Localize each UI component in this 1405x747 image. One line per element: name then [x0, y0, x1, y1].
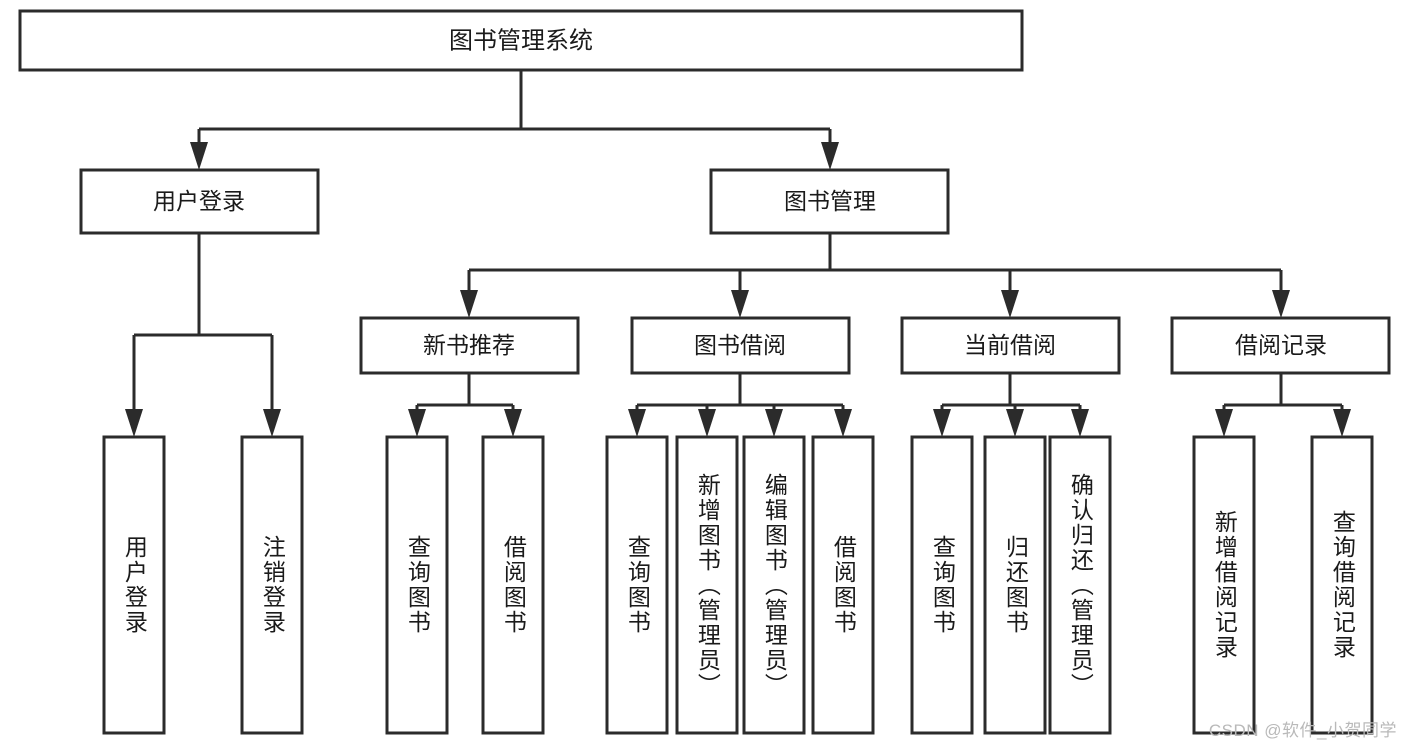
node-leaf-borrow-book-1-box[interactable]	[481, 435, 545, 735]
arrow-head-icon	[1333, 409, 1351, 437]
arrow-head-icon	[628, 409, 646, 437]
arrow-head-icon	[1215, 409, 1233, 437]
node-root[interactable]: 图书管理系统	[18, 9, 1024, 72]
arrow-head-icon	[263, 409, 281, 437]
arrow-head-icon	[1001, 290, 1019, 318]
arrow-head-icon	[1272, 290, 1290, 318]
node-leaf-add-record-box[interactable]	[1192, 435, 1256, 735]
node-leaf-query-record-box[interactable]	[1310, 435, 1374, 735]
node-leaf-query-book-1-box[interactable]	[385, 435, 449, 735]
node-user-login-label: 用户登录	[153, 188, 245, 214]
arrow-head-icon	[834, 409, 852, 437]
leaf-boxes-layer	[102, 435, 1374, 735]
nodes-layer: 图书管理系统 用户登录 图书管理 新书推荐 图书借阅 当前	[18, 9, 1391, 735]
node-borrow-record-label: 借阅记录	[1235, 332, 1327, 358]
node-current-borrow-label: 当前借阅	[964, 332, 1056, 358]
arrow-head-icon	[698, 409, 716, 437]
arrow-head-icon	[821, 142, 839, 170]
node-user-login[interactable]: 用户登录	[79, 168, 320, 235]
arrow-head-icon	[408, 409, 426, 437]
node-leaf-user-login-box[interactable]	[102, 435, 166, 735]
node-book-borrow[interactable]: 图书借阅	[630, 316, 851, 375]
node-new-book-rec-box[interactable]	[359, 316, 580, 375]
node-new-book-rec-label: 新书推荐	[423, 332, 515, 358]
connectors-layer	[125, 70, 1351, 437]
node-new-book-rec[interactable]: 新书推荐	[359, 316, 580, 375]
arrow-head-icon	[1071, 409, 1089, 437]
arrow-head-icon	[125, 409, 143, 437]
node-leaf-edit-book-box[interactable]	[742, 435, 806, 735]
arrow-head-icon	[933, 409, 951, 437]
connector-book-borrow-to-leaves	[628, 373, 852, 437]
node-user-login-box[interactable]	[79, 168, 320, 235]
node-root-label: 图书管理系统	[449, 27, 593, 54]
node-current-borrow-box[interactable]	[900, 316, 1121, 375]
node-borrow-record[interactable]: 借阅记录	[1170, 316, 1391, 375]
node-book-borrow-label: 图书借阅	[694, 332, 786, 358]
connector-current-borrow-to-leaves	[933, 373, 1089, 437]
node-leaf-user-logout-box[interactable]	[240, 435, 304, 735]
node-leaf-borrow-book-2-box[interactable]	[811, 435, 875, 735]
arrow-head-icon	[190, 142, 208, 170]
arrow-head-icon	[765, 409, 783, 437]
node-root-box[interactable]	[18, 9, 1024, 72]
node-book-manage-box[interactable]	[709, 168, 950, 235]
connector-user-login-to-leaves	[125, 233, 281, 437]
node-leaf-return-book-box[interactable]	[983, 435, 1047, 735]
arrow-head-icon	[1006, 409, 1024, 437]
node-leaf-query-book-3-box[interactable]	[910, 435, 974, 735]
node-current-borrow[interactable]: 当前借阅	[900, 316, 1121, 375]
connector-book-manage-to-level3	[460, 233, 1290, 318]
node-leaf-query-book-2-box[interactable]	[605, 435, 669, 735]
connector-new-book-rec-to-leaves	[408, 373, 522, 437]
node-book-borrow-box[interactable]	[630, 316, 851, 375]
arrow-head-icon	[731, 290, 749, 318]
node-book-manage-label: 图书管理	[784, 188, 876, 214]
node-book-manage[interactable]: 图书管理	[709, 168, 950, 235]
node-leaf-add-book-box[interactable]	[675, 435, 739, 735]
node-leaf-confirm-return-box[interactable]	[1048, 435, 1112, 735]
watermark-text: CSDN @软件_小贺同学	[1208, 721, 1397, 740]
connector-root-to-level2	[190, 70, 839, 170]
node-borrow-record-box[interactable]	[1170, 316, 1391, 375]
arrow-head-icon	[460, 290, 478, 318]
connector-borrow-record-to-leaves	[1215, 373, 1351, 437]
arrow-head-icon	[504, 409, 522, 437]
